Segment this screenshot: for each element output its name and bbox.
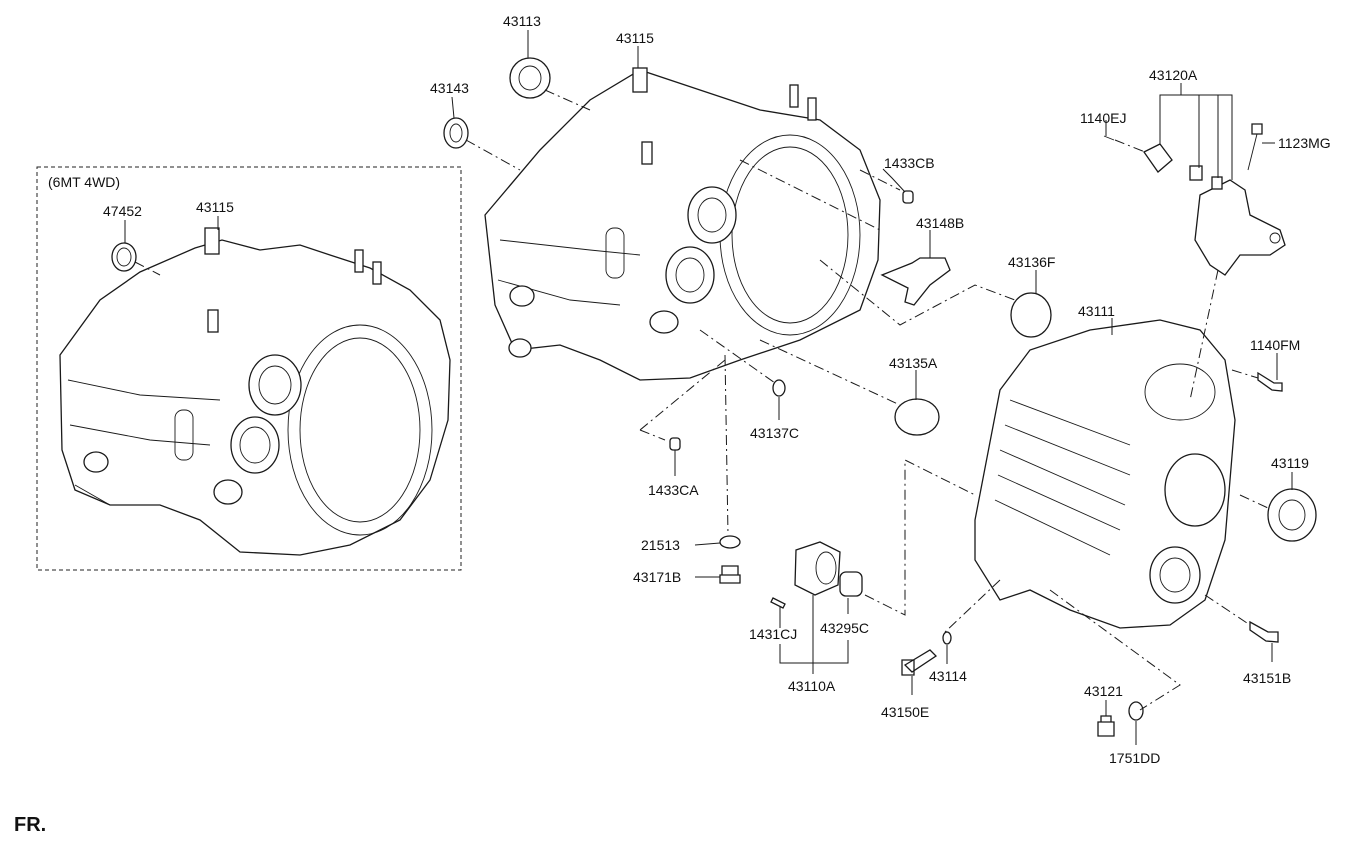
bracket-43120A bbox=[1103, 123, 1286, 276]
washer-43114 bbox=[942, 631, 952, 645]
variant-box-label: (6MT 4WD) bbox=[48, 174, 121, 190]
front-direction-marker: FR. bbox=[14, 814, 47, 836]
washer-21513 bbox=[719, 535, 741, 549]
callout-43114: 43114 bbox=[929, 668, 967, 684]
callout-43110A: 43110A bbox=[788, 678, 836, 694]
callout-43151B: 43151B bbox=[1243, 670, 1292, 686]
seal-47452 bbox=[111, 242, 137, 272]
callout-43115-alt: 43115 bbox=[196, 199, 234, 215]
cover-43135A bbox=[894, 398, 940, 436]
callout-43113: 43113 bbox=[503, 13, 541, 29]
callout-21513: 21513 bbox=[641, 537, 680, 553]
callout-1433CA: 1433CA bbox=[648, 482, 699, 498]
callout-43120A: 43120A bbox=[1149, 67, 1198, 83]
callout-43150E: 43150E bbox=[881, 704, 930, 720]
callout-43143: 43143 bbox=[430, 80, 469, 96]
hub-43110A bbox=[794, 541, 841, 596]
callout-43136F: 43136F bbox=[1008, 254, 1056, 270]
pin-1433CB bbox=[902, 190, 914, 204]
callout-1123MG: 1123MG bbox=[1278, 135, 1331, 151]
bolt-1140FM bbox=[1257, 371, 1283, 392]
callout-1140FM: 1140FM bbox=[1250, 337, 1301, 353]
callout-43148B: 43148B bbox=[916, 215, 965, 231]
callout-43119: 43119 bbox=[1271, 455, 1309, 471]
seal-43119 bbox=[1267, 488, 1317, 542]
plug-43171B bbox=[719, 565, 741, 584]
cover-43136F bbox=[1010, 292, 1052, 338]
callout-1140EJ: 1140EJ bbox=[1080, 110, 1127, 126]
bolt-43150E bbox=[901, 649, 938, 676]
callout-43171B: 43171B bbox=[633, 569, 682, 585]
callout-43295C: 43295C bbox=[820, 620, 870, 636]
transmission-case-43111 bbox=[974, 319, 1236, 629]
clutch-housing-43115 bbox=[484, 67, 881, 381]
callout-43137C: 43137C bbox=[750, 425, 800, 441]
seal-43113 bbox=[509, 57, 551, 99]
callout-1431CJ: 1431CJ bbox=[749, 626, 798, 642]
callout-1433CB: 1433CB bbox=[884, 155, 935, 171]
pin-1431CJ bbox=[770, 597, 786, 609]
callout-43135A: 43135A bbox=[889, 355, 938, 371]
callout-47452: 47452 bbox=[103, 203, 142, 219]
plate-43148B bbox=[880, 257, 951, 306]
plug-43121 bbox=[1097, 715, 1115, 737]
callout-43111: 43111 bbox=[1078, 303, 1115, 319]
callout-43121: 43121 bbox=[1084, 683, 1123, 699]
clip-43137C bbox=[772, 379, 786, 397]
clutch-housing-4wd bbox=[59, 227, 451, 556]
callout-43115-main: 43115 bbox=[616, 30, 654, 46]
seal-43143 bbox=[443, 117, 469, 149]
variant-option-box bbox=[36, 166, 462, 571]
bolt-43151B bbox=[1249, 620, 1279, 643]
callout-1751DD: 1751DD bbox=[1109, 750, 1161, 766]
pin-1433CA bbox=[669, 437, 681, 451]
washer-1751DD bbox=[1128, 701, 1144, 721]
bearing-43295C bbox=[839, 571, 863, 597]
